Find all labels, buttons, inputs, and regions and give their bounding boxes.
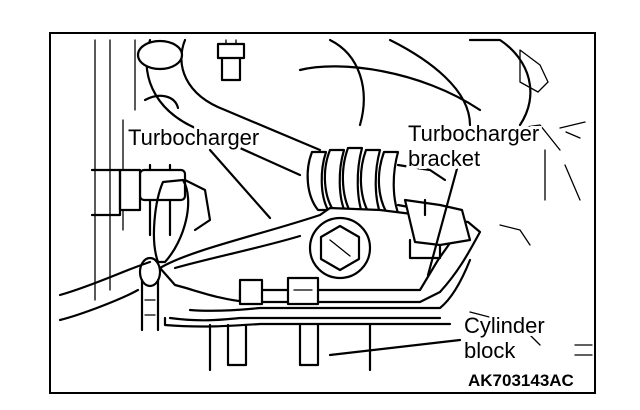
figure-code: AK703143AC: [468, 371, 574, 390]
turbocharger-bracket-label-line1: Turbocharger: [408, 121, 539, 146]
cylinder-block-label-line2: block: [464, 338, 516, 363]
turbocharger-leader-line: [208, 148, 272, 220]
hex-bolt: [308, 216, 372, 280]
turbocharger-label: Turbocharger: [128, 125, 259, 150]
turbocharger-bracket-label-line2: bracket: [408, 146, 480, 171]
corrugated-hose: [306, 146, 447, 220]
engine-drawing: [58, 38, 593, 372]
cylinder-block-label-line1: Cylinder: [464, 313, 545, 338]
cylinder-block-leader-line: [328, 338, 462, 357]
turbocharger-bracket-leader-line: [426, 163, 460, 277]
